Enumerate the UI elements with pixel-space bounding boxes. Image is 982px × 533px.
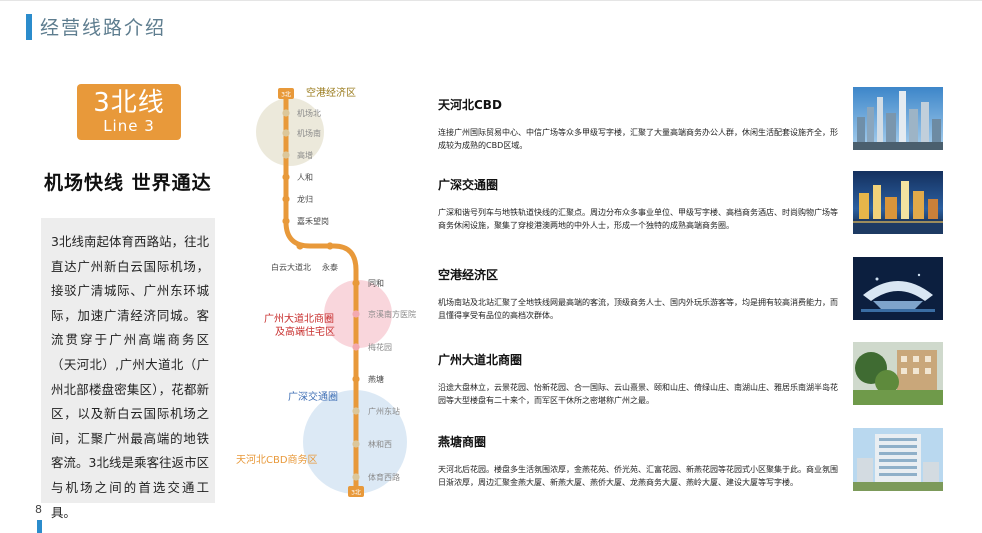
station-label: 梅花园 <box>368 342 392 352</box>
station-meihuayuan: 梅花园 <box>352 342 392 352</box>
airport-terminal-photo <box>853 257 943 320</box>
station-label: 京溪南方医院 <box>368 309 416 319</box>
area-desc: 天河北后花园。楼盘多生活氛围浓厚，金燕花苑、侨光苑、汇富花园、新燕花园等花园式小… <box>438 465 838 487</box>
title-accent-bar <box>26 14 32 40</box>
station-dot <box>296 242 304 250</box>
area-guangzhou-avenue-north: 广州大道北商圈 沿途大盘林立，云景花园、怡新花园、合一国际、云山熹景、颐和山庄、… <box>438 351 838 407</box>
station-label: 永泰 <box>322 262 338 272</box>
station-label: 广州东站 <box>368 406 400 416</box>
line-badge-english: Line 3 <box>103 117 155 135</box>
area-desc: 连接广州国际贸易中心、中信广场等众多甲级写字楼，汇聚了大量高端商务办公人群，休闲… <box>438 128 838 150</box>
city-skyline-photo <box>853 87 943 150</box>
line-badge: 3北线 Line 3 <box>77 84 181 140</box>
station-tonghe: 同和 <box>352 279 384 288</box>
station-longgui: 龙归 <box>282 194 313 204</box>
top-divider <box>0 0 982 1</box>
station-dot <box>282 129 290 137</box>
station-label: 体育西路 <box>368 472 400 482</box>
station-label: 龙归 <box>297 194 313 204</box>
station-dot <box>282 195 290 203</box>
station-guangzhoudong: 广州东站 <box>352 406 400 416</box>
station-label: 机场北 <box>297 108 321 118</box>
station-jiahewanggang: 嘉禾望岗 <box>282 216 329 226</box>
station-dot <box>352 310 360 318</box>
slogan: 机场快线 世界通达 <box>44 172 212 194</box>
terminal-bottom-label: 3北 <box>351 489 361 497</box>
area-airport-economic: 空港经济区 机场南站及北站汇聚了全地铁线网最高端的客流，顶级商务人士、国内外玩乐… <box>438 266 838 322</box>
station-linhexi: 林和西 <box>352 439 392 449</box>
station-label: 人和 <box>297 173 313 182</box>
zone-label-transport: 广深交通圈 <box>288 390 338 403</box>
office-tower-photo <box>853 428 943 491</box>
night-city-photo <box>853 171 943 234</box>
terminal-top-label: 3北 <box>281 91 291 99</box>
station-label: 同和 <box>368 279 384 288</box>
station-dot <box>282 217 290 225</box>
station-label: 嘉禾望岗 <box>297 216 329 226</box>
line-badge-name: 3北线 <box>93 88 165 118</box>
area-tianhebei-cbd: 天河北CBD 连接广州国际贸易中心、中信广场等众多甲级写字楼，汇聚了大量高端商务… <box>438 96 838 152</box>
page-title: 经营线路介绍 <box>40 17 167 39</box>
residential-garden-photo <box>853 342 943 405</box>
station-yantang: 燕塘 <box>352 374 384 384</box>
station-dot <box>352 343 360 351</box>
station-label: 燕塘 <box>368 374 384 384</box>
station-dot <box>326 242 334 250</box>
zone-label-guangzhou-avenue: 广州大道北商圈 <box>264 312 334 325</box>
area-title: 天河北CBD <box>438 98 502 112</box>
station-jichangbei: 机场北 <box>282 108 321 118</box>
area-guangshen-transport: 广深交通圈 广深和谐号列车与地铁轨道快线的汇聚点。周边分布众多事业单位、甲级写字… <box>438 176 838 232</box>
area-desc: 机场南站及北站汇聚了全地铁线网最高端的客流，顶级商务人士、国内外玩乐游客等，均是… <box>438 298 838 320</box>
station-jichangnan: 机场南 <box>282 128 321 138</box>
intro-text: 3北线南起体育西路站，往北直达广州新白云国际机场，接驳广清城际、广州东环城际，加… <box>51 234 209 520</box>
area-desc: 广深和谐号列车与地铁轨道快线的汇聚点。周边分布众多事业单位、甲级写字楼、高档商务… <box>438 208 838 230</box>
station-label: 高增 <box>297 150 313 160</box>
page-accent-bar <box>37 520 42 533</box>
area-desc: 沿途大盘林立，云景花园、怡新花园、合一国际、云山熹景、颐和山庄、倚绿山庄、南湖山… <box>438 383 838 405</box>
station-dot <box>352 279 360 287</box>
station-tiyuxilu: 体育西路 <box>352 472 400 482</box>
station-jingxi: 京溪南方医院 <box>352 309 416 319</box>
page-number: 8 <box>35 503 42 516</box>
terminal-top-badge <box>278 88 294 99</box>
station-dot <box>352 473 360 481</box>
zone-label-guangzhou-avenue-2: 及高端住宅区 <box>275 325 335 338</box>
station-gaozeng: 高增 <box>282 150 313 160</box>
metro-line-path <box>283 91 359 497</box>
area-title: 广深交通圈 <box>438 178 499 192</box>
zone-circle-airport <box>256 98 324 166</box>
area-title: 燕塘商圈 <box>438 435 487 449</box>
area-title: 空港经济区 <box>438 268 499 282</box>
station-dot <box>282 151 290 159</box>
station-dot <box>352 440 360 448</box>
station-renhe: 人和 <box>282 173 313 182</box>
area-yantang: 燕塘商圈 天河北后花园。楼盘多生活氛围浓厚，金燕花苑、侨光苑、汇富花园、新燕花园… <box>438 433 838 489</box>
station-dot <box>282 109 290 117</box>
station-yongtai: 永泰 <box>322 242 338 272</box>
terminal-bottom-badge <box>348 486 364 497</box>
station-baiyundadaobei: 白云大道北 <box>271 242 311 272</box>
station-label: 林和西 <box>368 439 392 449</box>
station-dot <box>352 407 360 415</box>
station-label: 机场南 <box>297 128 321 138</box>
intro-box: 3北线南起体育西路站，往北直达广州新白云国际机场，接驳广清城际、广州东环城际，加… <box>41 218 215 520</box>
station-label: 白云大道北 <box>271 262 311 272</box>
area-title: 广州大道北商圈 <box>438 353 523 367</box>
station-dot <box>352 375 360 383</box>
zone-label-cbd: 天河北CBD商务区 <box>236 453 318 466</box>
station-dot <box>282 173 290 181</box>
zone-label-airport: 空港经济区 <box>306 86 356 99</box>
route-map: 3北 3北 机场北 机场南 高增 人和 龙归 嘉禾望岗 白云大道北 永泰 同和 … <box>236 86 416 497</box>
